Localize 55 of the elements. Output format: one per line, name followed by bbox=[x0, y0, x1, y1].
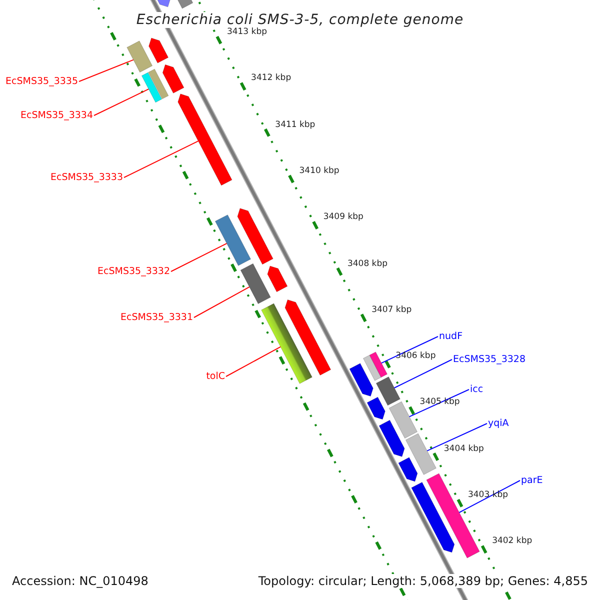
gene-feature bbox=[378, 420, 405, 457]
gene-block bbox=[141, 72, 162, 103]
scale-label: 3406 kbp bbox=[396, 351, 436, 362]
leader-line bbox=[170, 242, 228, 272]
footer-text: Accession: NC_010498 bbox=[10, 574, 150, 588]
leader-line bbox=[194, 286, 250, 318]
gene-label: nudF bbox=[439, 330, 463, 343]
gene-feature bbox=[411, 482, 455, 553]
gene-block bbox=[388, 401, 418, 438]
gene-label: EcSMS35_3335 bbox=[6, 75, 78, 88]
gene-feature bbox=[148, 38, 168, 64]
gene-label: EcSMS35_3333 bbox=[50, 171, 123, 184]
scale-label: 3408 kbp bbox=[347, 258, 388, 270]
scale-label: 3412 kbp bbox=[251, 73, 292, 84]
gene-label: tolC bbox=[206, 370, 225, 383]
gene-feature bbox=[349, 363, 374, 397]
leader-line bbox=[124, 140, 199, 178]
leader-line bbox=[94, 88, 150, 116]
leader-line bbox=[408, 389, 470, 418]
gene-feature bbox=[237, 208, 274, 265]
gene-feature bbox=[284, 299, 332, 376]
leader-line bbox=[380, 336, 438, 364]
footer-text: Topology: circular; Length: 5,068,389 bp; Genes: 4,855 bbox=[256, 574, 590, 588]
leader-line bbox=[78, 59, 134, 82]
gene-label: EcSMS35_3331 bbox=[120, 311, 193, 324]
scale-label: 3404 kbp bbox=[444, 444, 484, 455]
scale-label: 3405 kbp bbox=[420, 397, 460, 408]
gene-feature bbox=[162, 64, 184, 94]
leader-line bbox=[226, 346, 282, 377]
gene-block bbox=[148, 68, 169, 100]
gene-feature bbox=[267, 266, 288, 292]
gene-block bbox=[405, 433, 436, 475]
gene-label: EcSMS35_3334 bbox=[20, 109, 93, 122]
gene-block bbox=[240, 263, 271, 304]
gene-label: icc bbox=[470, 383, 484, 396]
gene-block bbox=[376, 376, 400, 406]
scale-label: 3410 kbp bbox=[299, 166, 340, 177]
gene-feature bbox=[366, 396, 386, 420]
gene-label: parE bbox=[521, 474, 543, 487]
scale-label: 3407 kbp bbox=[372, 304, 412, 316]
leader-line bbox=[458, 480, 520, 513]
scale-label: 3409 kbp bbox=[323, 212, 364, 224]
leader-line bbox=[394, 359, 452, 388]
gene-label: EcSMS35_3328 bbox=[453, 353, 526, 366]
gene-feature bbox=[398, 457, 418, 482]
scale-label: 3403 kbp bbox=[468, 490, 508, 502]
gene-block bbox=[363, 354, 382, 381]
gene-label: yqiA bbox=[488, 417, 509, 430]
gene-block bbox=[369, 352, 388, 378]
scale-label: 3402 kbp bbox=[492, 536, 532, 548]
scale-label: 3411 kbp bbox=[275, 120, 316, 131]
gene-label: EcSMS35_3332 bbox=[98, 265, 170, 278]
leader-line bbox=[426, 423, 488, 452]
gene-feature bbox=[178, 94, 232, 186]
scale-label: 3413 kbp bbox=[226, 27, 268, 38]
